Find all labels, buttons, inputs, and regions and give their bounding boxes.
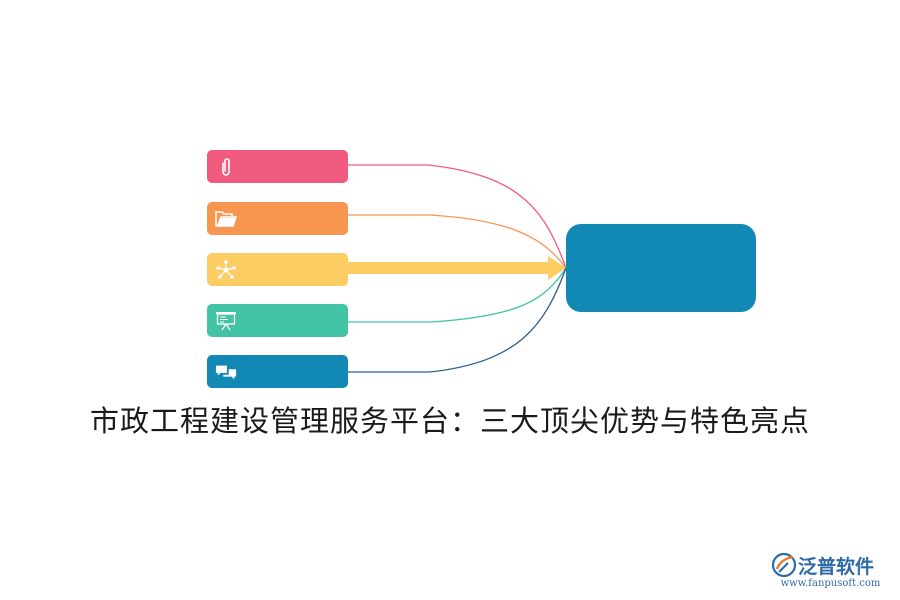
diagram-item-4 <box>207 304 348 337</box>
connector-3-arrowhead <box>548 256 566 280</box>
diagram-item-1 <box>207 150 348 183</box>
logo-name: 泛普软件 <box>798 556 875 578</box>
connector-1 <box>348 164 567 269</box>
connector-5 <box>348 267 567 373</box>
diagram-title: 市政工程建设管理服务平台：三大顶尖优势与特色亮点 <box>89 404 810 438</box>
logo-mark-icon <box>771 552 797 578</box>
folder-icon <box>215 208 237 230</box>
diagram-item-2 <box>207 202 348 235</box>
diagram-item-3 <box>207 253 348 286</box>
connector-3-bar <box>346 262 549 274</box>
diagram-item-5 <box>207 355 348 388</box>
chat-icon <box>215 361 237 383</box>
connector-2 <box>348 214 567 269</box>
logo-url: www.fanpusoft.com <box>780 578 881 589</box>
brand-logo: 泛普软件 www.fanpusoft.com <box>768 552 893 592</box>
paperclip-icon <box>215 156 237 178</box>
network-icon <box>215 259 237 281</box>
hub-node <box>566 224 756 312</box>
presentation-icon <box>215 310 237 332</box>
connector-4 <box>348 267 567 323</box>
